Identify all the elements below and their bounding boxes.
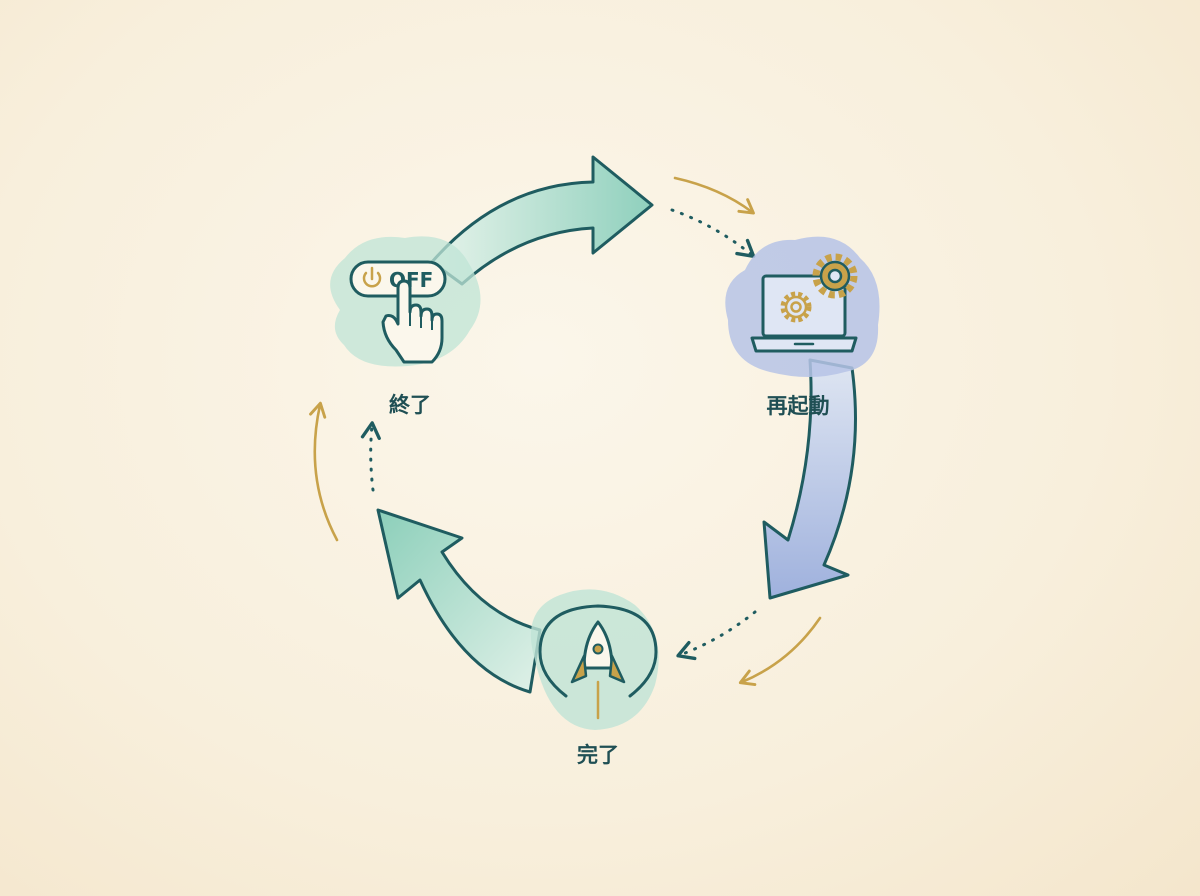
node-shutdown: OFF 終了	[330, 236, 481, 417]
node-restart: 再起動	[725, 236, 880, 418]
node-label-complete: 完了	[577, 743, 619, 767]
node-complete: 完了	[530, 589, 659, 767]
big-arrow-top	[430, 155, 654, 286]
connector-left	[309, 401, 381, 542]
big-arrow-right	[762, 358, 857, 600]
big-arrow-bottom	[376, 508, 542, 694]
connector-bottom-right	[676, 610, 822, 686]
laptop-gears-icon	[750, 253, 858, 353]
rocket-icon	[538, 604, 658, 720]
node-label-shutdown: 終了	[389, 393, 431, 417]
node-label-restart: 再起動	[767, 394, 830, 418]
pointing-hand-icon	[381, 279, 444, 364]
connector-top-right	[670, 176, 756, 259]
